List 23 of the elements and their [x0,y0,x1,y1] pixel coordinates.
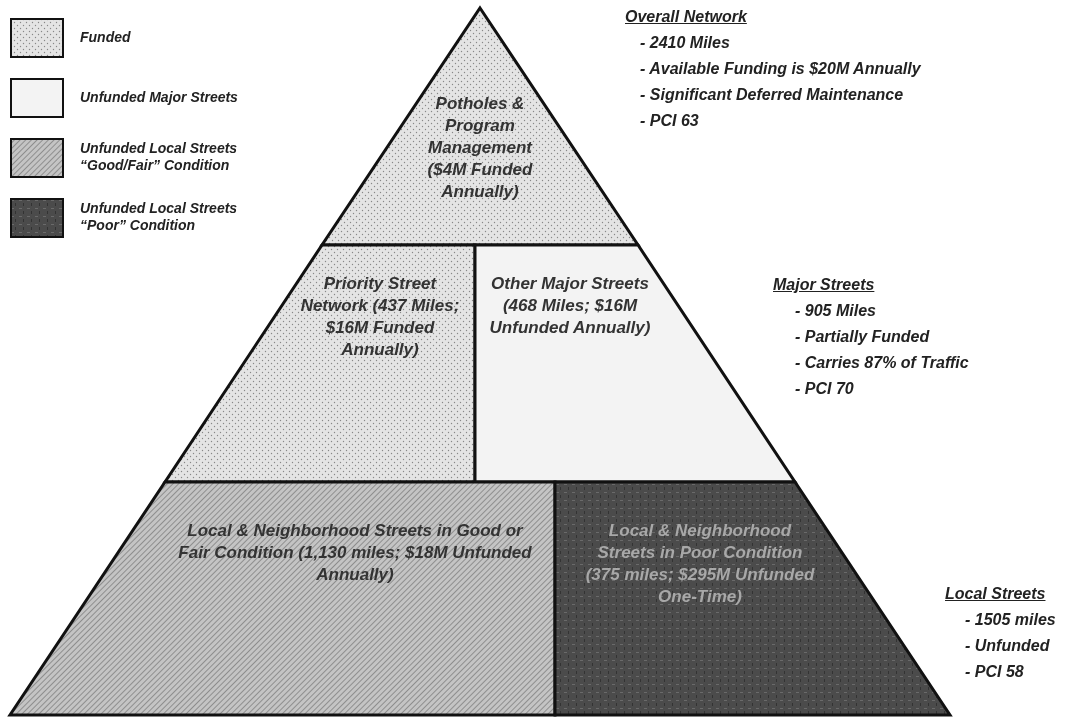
section-label: Priority Street Network (437 Miles; $16M Funded Annually) [299,273,461,361]
bullet-item: - 905 Miles [795,302,876,320]
legend-label: Funded [80,29,132,46]
section-label: Other Major Streets (468 Miles; $16M Unfunded Annually) [488,273,652,339]
bullet-item: - PCI 63 [640,112,699,130]
left-base-section [10,482,555,715]
legend-label: Unfunded Major Streets [80,89,239,106]
bullet-item: - PCI 58 [965,663,1024,681]
section-heading: Overall Network [625,8,747,26]
bullet-item: - Unfunded [965,637,1050,655]
bullet-item: - 2410 Miles [640,34,730,52]
section-heading: Major Streets [773,276,875,294]
section-label: Local & Neighborhood Streets in Poor Condition (375 miles; $295M Unfunded One-Time) [585,520,815,608]
bullet-item: - Carries 87% of Traffic [795,354,969,372]
section-label: Potholes & Program Management ($4M Funded Annually) [426,93,534,203]
legend-label: Unfunded Local Streets “Poor” Condition [80,200,239,234]
bullet-item: - 1505 miles [965,611,1056,629]
legend-label: Unfunded Local Streets “Good/Fair” Condition [80,140,239,174]
bullet-item: - Partially Funded [795,328,930,346]
section-heading: Local Streets [945,585,1046,603]
bullet-item: - PCI 70 [795,380,854,398]
left-trapezoid-section [165,245,475,482]
section-label: Local & Neighborhood Streets in Good or Fair Condition (1,130 miles; $18M Unfunded Annually) [177,520,533,586]
